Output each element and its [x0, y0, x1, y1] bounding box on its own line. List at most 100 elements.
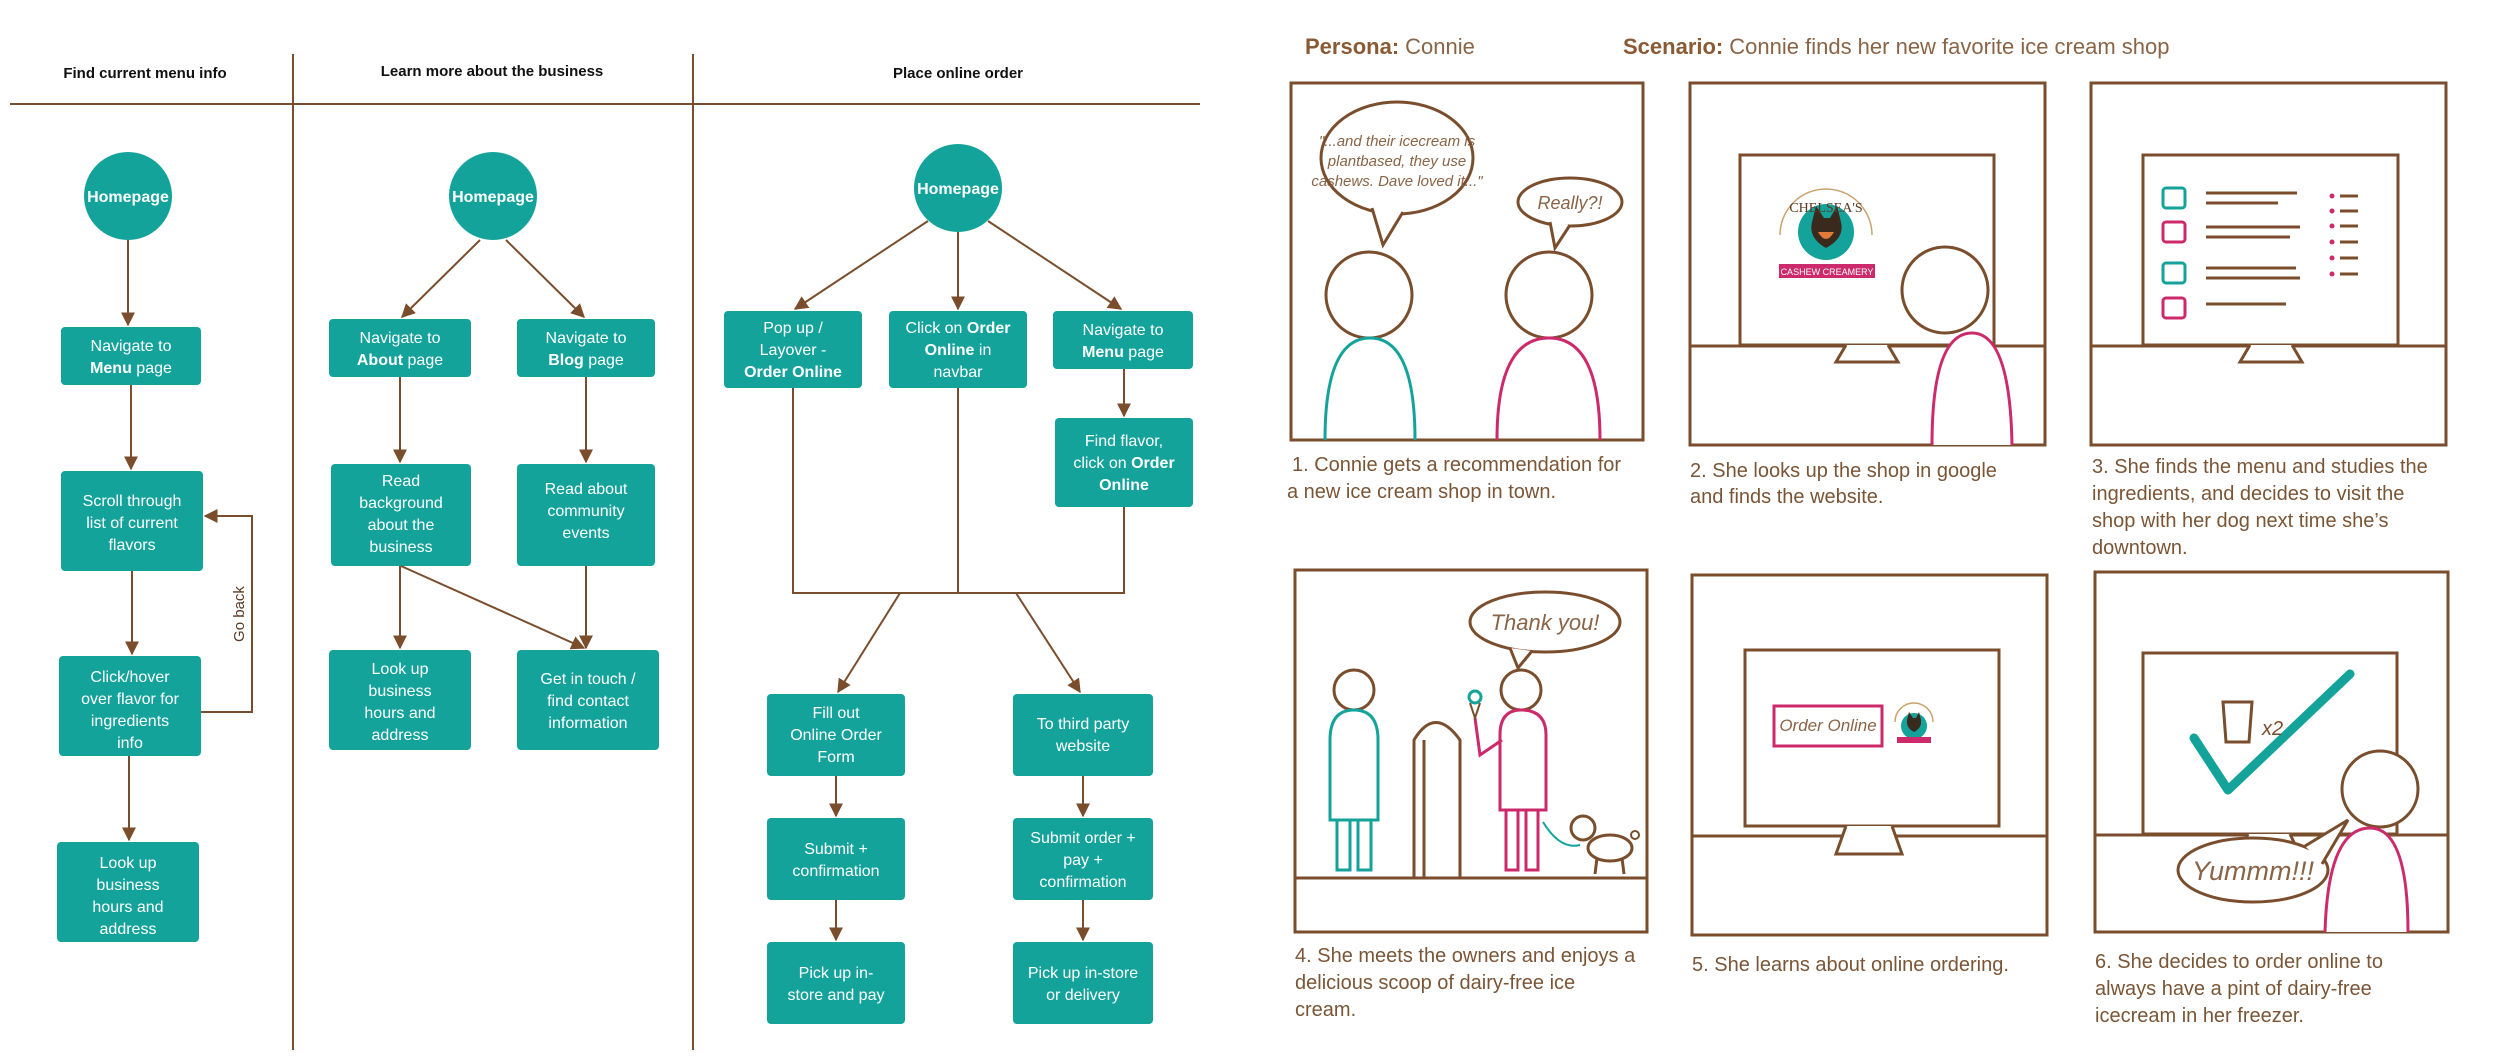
bubble-really: Really?! [1537, 193, 1602, 213]
nav-menu-l1: Navigate to [91, 338, 172, 355]
nav-menu-l2: Menu page [1082, 344, 1164, 361]
fill-out-l1: Fill out [812, 705, 860, 722]
popup-box [724, 311, 862, 388]
person-head-icon [1504, 250, 1594, 340]
pickup-pay-l2: store and pay [788, 987, 885, 1004]
scroll-box [61, 471, 203, 571]
panel-4-caption-l1: 4. She meets the owners and enjoys a [1295, 945, 1636, 967]
menu-text-lines [2206, 191, 2300, 306]
person-head-icon [2340, 749, 2420, 829]
homepage-node [449, 152, 537, 240]
homepage-label: Homepage [917, 181, 999, 198]
read-bg-l4: business [369, 539, 432, 556]
submit-l1: Submit + [804, 841, 868, 858]
checkbox-icon [2161, 186, 2187, 210]
third-party-l1: To third party [1037, 716, 1129, 733]
click-order-l2: Online in [925, 342, 992, 359]
panel-frame [1690, 573, 2049, 937]
click-l3: ingredients [91, 713, 169, 730]
panel-2-caption-l1: 2. She looks up the shop in google [1690, 460, 1997, 482]
lookup-l3: hours and [92, 899, 163, 916]
lookup-l2: business [368, 683, 431, 700]
pickup-pay-box [767, 942, 905, 1024]
person-head-icon [1324, 250, 1414, 340]
col2-flow: Homepage Navigate to About page Navigate… [329, 152, 659, 750]
nav-blog-l2: Blog page [548, 352, 624, 369]
bubble-tail [2304, 818, 2350, 865]
checkbox-icon [2161, 296, 2187, 320]
person-head-icon [1499, 668, 1543, 712]
person-body-icon [1328, 708, 1380, 822]
lookup-box [57, 842, 199, 942]
panel-6-caption-l3: icecream in her freezer. [2095, 1005, 2304, 1027]
col3-title: Place online order [893, 65, 1023, 82]
panel-2-caption-l2: and finds the website. [1690, 486, 1883, 508]
person-arm [1473, 717, 1503, 758]
arrow [793, 220, 929, 310]
contact-l2: find contact [547, 693, 629, 710]
logo-banner [1779, 264, 1875, 278]
panel-1-caption-l2: a new ice cream shop in town. [1287, 481, 1556, 503]
panel-frame [2093, 570, 2450, 934]
read-events-l3: events [562, 525, 609, 542]
homepage-label: Homepage [87, 189, 169, 206]
popup-l3: Order Online [744, 364, 842, 381]
bubble-thank-you: Thank you! [1491, 610, 1600, 635]
panel-6-caption-l1: 6. She decides to order online to [2095, 951, 2383, 973]
persona-line: Persona:Connie [1305, 34, 1475, 59]
lookup-l4: address [372, 727, 429, 744]
speech-bubble [2176, 836, 2330, 904]
arrow [987, 220, 1123, 310]
bubble-l3: cashews. Dave loved it..." [1311, 173, 1483, 190]
panel-3-caption-l4: downtown. [2092, 537, 2188, 559]
scroll-l2: list of current [86, 515, 178, 532]
read-events-box [517, 464, 655, 566]
storyboard: Persona:Connie Scenario:Connie finds her… [1287, 34, 2450, 1027]
bubble-tail [1548, 221, 1572, 252]
nav-menu-l2: Menu page [90, 360, 172, 377]
submit-pay-l3: confirmation [1039, 874, 1126, 891]
lookup-l4: address [100, 921, 157, 938]
col3-flow: Homepage Pop up / Layover - Order Online… [724, 144, 1193, 1024]
lookup-l1: Look up [100, 855, 157, 872]
fill-out-l2: Online Order [790, 727, 882, 744]
arrow [505, 239, 585, 318]
submit-pay-l1: Submit order + [1030, 830, 1135, 847]
bubble-l2: plantbased, they use [1327, 153, 1466, 170]
person-legs [1335, 820, 1373, 872]
click-order-box [889, 311, 1027, 388]
times-two-label: x2 [2261, 718, 2283, 740]
bubble-tail [1508, 647, 1534, 671]
arrow [837, 592, 901, 694]
scroll-l3: flavors [108, 537, 155, 554]
go-back-label: Go back [231, 586, 248, 642]
panel-3-caption-l2: ingredients, and decides to visit the [2092, 483, 2404, 505]
click-hover-box [59, 656, 201, 756]
pickup-delivery-box [1013, 942, 1153, 1024]
bubble-tail [1370, 207, 1405, 249]
order-online-label: Order Online [1779, 716, 1876, 735]
read-events-l1: Read about [545, 481, 628, 498]
small-logo-icon [1894, 702, 1934, 743]
nav-blog-l1: Navigate to [546, 330, 627, 347]
chelseas-logo: CHELSEA'S CASHEW CREAMERY [1779, 188, 1875, 278]
fill-out-l3: Form [817, 749, 854, 766]
submit-l2: confirmation [792, 863, 879, 880]
pickup-delivery-l2: or delivery [1046, 987, 1120, 1004]
panel-3 [2089, 81, 2448, 447]
scroll-l1: Scroll through [83, 493, 182, 510]
find-flavor-l3: Online [1099, 477, 1149, 494]
popup-l1: Pop up / [763, 320, 823, 337]
nav-about-l2: About page [357, 352, 443, 369]
contact-box [517, 650, 659, 750]
speech-bubble [1468, 590, 1622, 654]
person-body-icon [1930, 331, 2014, 446]
nav-menu-l1: Navigate to [1083, 322, 1164, 339]
logo-sub: CASHEW CREAMERY [1781, 267, 1874, 277]
price-dots [2329, 193, 2358, 277]
read-bg-l2: background [359, 495, 443, 512]
panel-2: CHELSEA'S CASHEW CREAMERY [1688, 81, 2047, 447]
user-flow: Find current menu info Learn more about … [10, 54, 1200, 1050]
col2-title: Learn more about the business [381, 63, 604, 80]
arrow [400, 565, 586, 650]
